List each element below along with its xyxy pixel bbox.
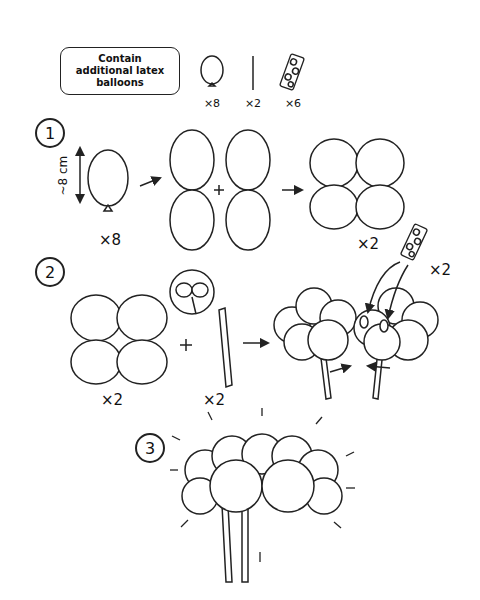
four-balloon-cluster bbox=[71, 295, 167, 384]
pointer-arrow bbox=[388, 265, 408, 318]
stick bbox=[219, 308, 232, 387]
quantity-label: ×8 bbox=[203, 98, 221, 110]
quantity-label: ×6 bbox=[284, 98, 302, 110]
join-arrow bbox=[330, 366, 350, 372]
quantity-label: ×2 bbox=[100, 392, 124, 409]
note-box: Contain additional latex balloons bbox=[60, 47, 180, 95]
dimension-arrow bbox=[79, 148, 81, 202]
quantity-label: ×8 bbox=[98, 232, 122, 249]
four-balloon-cluster bbox=[310, 139, 404, 229]
quantity-label: ×2 bbox=[428, 262, 452, 279]
pointer-arrow bbox=[368, 262, 400, 312]
step-number: 1 bbox=[35, 118, 65, 148]
balloon-icon bbox=[201, 56, 223, 86]
join-arrow bbox=[368, 366, 390, 368]
step-number-text: 2 bbox=[45, 263, 55, 282]
step-arrow bbox=[282, 189, 302, 191]
plus-sign bbox=[180, 339, 192, 351]
detail-circle bbox=[170, 270, 214, 314]
quantity-label: ×2 bbox=[244, 98, 262, 110]
balloon bbox=[88, 150, 128, 211]
glue-dot bbox=[360, 316, 368, 328]
quantity-label: ×2 bbox=[356, 236, 380, 253]
glue-dot bbox=[380, 320, 388, 332]
stick-icon bbox=[252, 56, 254, 90]
glue-dots-icon bbox=[400, 224, 427, 261]
step-number-text: 1 bbox=[45, 124, 55, 143]
glue-dots-icon bbox=[280, 54, 305, 91]
balloon-on-stick bbox=[354, 288, 438, 399]
balloon-on-stick bbox=[274, 288, 356, 399]
step-arrow bbox=[140, 178, 160, 186]
plus-sign bbox=[214, 185, 224, 195]
quantity-label: ×2 bbox=[202, 392, 226, 409]
balloon-pair bbox=[226, 130, 270, 250]
step-arrow bbox=[243, 342, 268, 344]
step-number: 3 bbox=[135, 433, 165, 463]
burst-lines bbox=[170, 408, 355, 562]
step-number: 2 bbox=[35, 257, 65, 287]
finished-balloon-cloud bbox=[182, 434, 342, 582]
step-number-text: 3 bbox=[145, 439, 155, 458]
note-text: Contain additional latex balloons bbox=[70, 53, 170, 89]
dimension-label: ~8 cm bbox=[57, 155, 70, 197]
balloon-pair bbox=[170, 130, 214, 250]
